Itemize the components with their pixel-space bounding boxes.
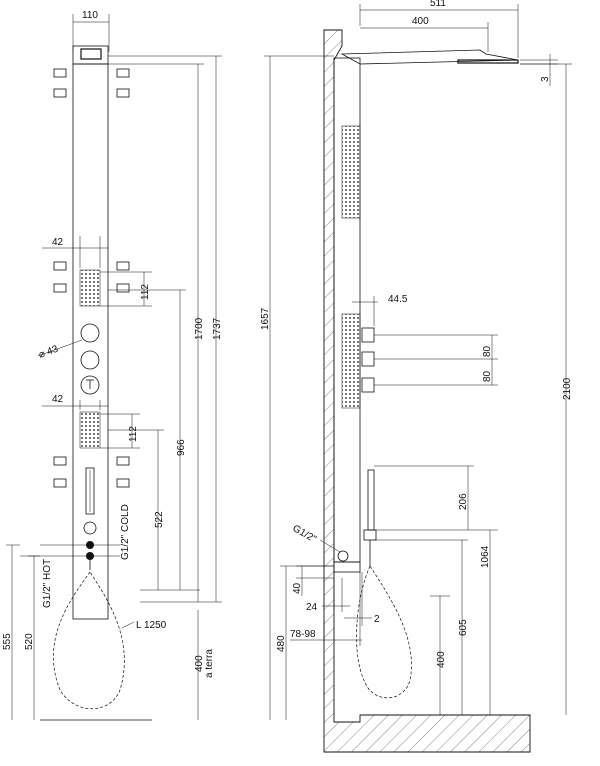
label-spacing-80-b: 80 [482, 370, 493, 382]
dim-height-520: 520 [24, 555, 40, 720]
dim-nozzle-width-lower: 42 [42, 394, 108, 410]
dim-depth-44-5: 44.5 [352, 294, 408, 326]
wall-and-floor [323, 29, 531, 753]
dim-height-1657: 1657 [260, 55, 334, 720]
label-offset-3: 3 [540, 76, 551, 82]
label-hose-length-group: L 1250 [121, 620, 167, 631]
label-height-1064: 1064 [480, 545, 491, 568]
dim-height-522: 522 [108, 429, 165, 590]
lower-body-jets [79, 411, 101, 449]
label-height-400-terra: 400 [194, 655, 205, 672]
dim-height-2100: 2100 [520, 63, 573, 715]
column-base [333, 561, 361, 573]
label-depth-24: 24 [306, 602, 318, 613]
label-spacing-80-a: 80 [482, 345, 493, 357]
label-height-480: 480 [276, 635, 287, 652]
top-connector-cap [80, 48, 102, 60]
dim-depth-24: 24 [306, 578, 350, 613]
knob-3 [361, 377, 375, 393]
dim-nozzle-height-lower: 112 [100, 413, 140, 449]
label-nozzle-height-upper: 112 [140, 284, 151, 300]
label-inlet-cold: G1/2" COLD [120, 504, 131, 560]
dim-height-1737: 1737 [108, 55, 223, 602]
hose-side [356, 565, 412, 699]
label-height-2100: 2100 [562, 377, 573, 400]
label-terra: a terra [204, 649, 215, 678]
dial-bottom [80, 375, 100, 395]
dim-height-555: 555 [2, 544, 20, 720]
label-nozzle-height-lower: 112 [128, 426, 139, 442]
dim-depth-78-98: 78-98 [290, 620, 362, 646]
side-upper-jets [341, 125, 361, 219]
hand-shower-side [367, 469, 375, 531]
label-inlet-hot: G1/2" HOT [42, 559, 53, 608]
overhead-head [457, 59, 519, 64]
label-nozzle-width-lower: 42 [52, 394, 64, 405]
dim-height-1064: 1064 [474, 529, 498, 715]
label-height-1737: 1737 [212, 317, 223, 340]
shower-column [72, 63, 109, 620]
label-height-966: 966 [176, 439, 187, 456]
label-height-520: 520 [24, 633, 35, 650]
label-height-206: 206 [458, 493, 469, 510]
label-height-605: 605 [458, 619, 469, 636]
dial-top [80, 323, 100, 343]
overhead-arm [340, 49, 519, 65]
dim-height-400: 400 [430, 595, 450, 715]
dim-depth-2: 2 [344, 572, 380, 626]
label-width-110: 110 [82, 10, 98, 21]
dim-dial-diameter: ⌀ 43 [37, 339, 83, 361]
dim-depth-400: 400 [360, 16, 489, 52]
label-height-555: 555 [2, 633, 13, 650]
knob-1 [361, 327, 375, 343]
dim-height-400-terra: 400 a terra [194, 610, 215, 720]
holder-side [363, 529, 377, 541]
label-height-1700: 1700 [194, 317, 205, 340]
label-depth-400: 400 [412, 16, 429, 27]
label-height-522: 522 [154, 511, 165, 528]
label-nozzle-width-upper: 42 [52, 237, 64, 248]
label-inlet-side: G1/2" [291, 523, 319, 545]
hand-shower-holder [83, 521, 97, 535]
label-depth-78-98: 78-98 [290, 629, 316, 640]
hand-shower [85, 467, 95, 515]
hose [53, 571, 125, 710]
dim-height-605: 605 [374, 539, 469, 715]
upper-body-jets [79, 269, 101, 307]
inlet-side [337, 550, 349, 562]
label-height-1657: 1657 [260, 307, 271, 330]
label-dial-diameter: ⌀ 43 [37, 344, 60, 361]
knob-2 [361, 351, 375, 367]
side-lower-jets [341, 313, 361, 409]
side-view: G1/2" 511 400 3 1657 480 [260, 0, 573, 753]
dial-middle [80, 350, 100, 370]
wall-brackets [53, 68, 130, 488]
dim-height-206: 206 [374, 465, 474, 531]
dim-height-966: 966 [108, 289, 187, 590]
dim-offset-3: 3 [520, 54, 558, 86]
label-depth-2: 2 [374, 614, 380, 625]
dim-depth-511: 511 [359, 0, 519, 58]
label-depth-511: 511 [430, 0, 446, 9]
dim-height-1700: 1700 [108, 63, 205, 602]
dim-nozzle-width-upper: 42 [42, 236, 108, 268]
front-view: 110 42 [2, 10, 223, 721]
dim-height-40: 40 [292, 565, 334, 596]
label-hose-length: L 1250 [136, 620, 167, 631]
label-height-400: 400 [436, 651, 447, 668]
dim-nozzle-height-upper: 112 [100, 271, 152, 307]
dim-knob-spacing: 80 80 [374, 334, 498, 386]
label-depth-44-5: 44.5 [388, 294, 408, 305]
label-height-40: 40 [292, 582, 303, 594]
